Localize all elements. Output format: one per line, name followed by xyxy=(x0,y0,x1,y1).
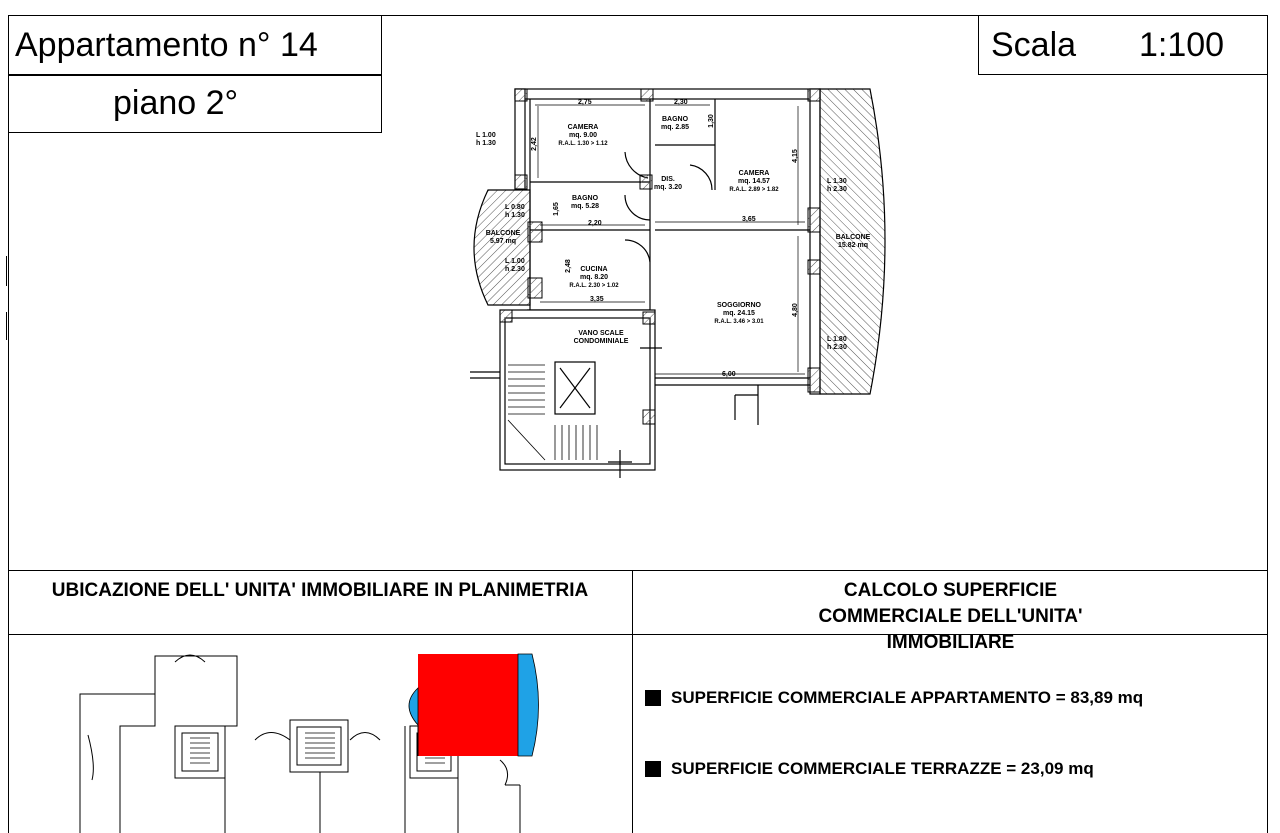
drawing-frame xyxy=(8,15,1268,833)
door-arc-2 xyxy=(624,194,651,221)
scale-box: Scala 1:100 xyxy=(978,15,1268,75)
elevator xyxy=(554,361,596,415)
floor-title-box: piano 2° xyxy=(8,75,382,133)
edge-mark xyxy=(6,312,7,340)
scale-value: 1:100 xyxy=(1139,26,1225,64)
edge-mark xyxy=(6,256,7,286)
apartment-title: Appartamento n° 14 xyxy=(15,26,318,64)
calc-row-apartment: SUPERFICIE COMMERCIALE APPARTAMENTO = 83… xyxy=(645,688,1143,708)
floor-title: piano 2° xyxy=(113,84,239,122)
west-balcony xyxy=(473,189,531,306)
stair-core-1 xyxy=(174,725,226,779)
highlighted-balcony-east xyxy=(517,653,539,757)
door-arc-3 xyxy=(689,164,713,191)
location-section-title: UBICAZIONE DELL' UNITA' IMMOBILIARE IN P… xyxy=(51,580,589,601)
calc-section-title: CALCOLO SUPERFICIE COMMERCIALE DELL'UNIT… xyxy=(818,580,1083,653)
east-balcony xyxy=(819,88,886,395)
stair-block xyxy=(499,309,656,471)
calc-row-terraces: SUPERFICIE COMMERCIALE TERRAZZE = 23,09 … xyxy=(645,759,1094,779)
calc-terrace-text: SUPERFICIE COMMERCIALE TERRAZZE = 23,09 … xyxy=(671,759,1094,778)
section-divider-top xyxy=(8,570,1268,571)
section-divider-vertical xyxy=(632,570,633,833)
highlighted-balcony-west xyxy=(408,687,419,727)
scale-label: Scala xyxy=(991,26,1077,64)
highlighted-unit xyxy=(418,654,520,756)
bullet-square-icon xyxy=(645,690,661,706)
calc-apartment-text: SUPERFICIE COMMERCIALE APPARTAMENTO = 83… xyxy=(671,688,1144,707)
bullet-square-icon xyxy=(645,761,661,777)
door-arc-4 xyxy=(624,239,651,263)
stair-core-2 xyxy=(289,719,349,773)
section-divider-header xyxy=(8,634,1268,635)
apartment-title-box: Appartamento n° 14 xyxy=(8,15,382,75)
